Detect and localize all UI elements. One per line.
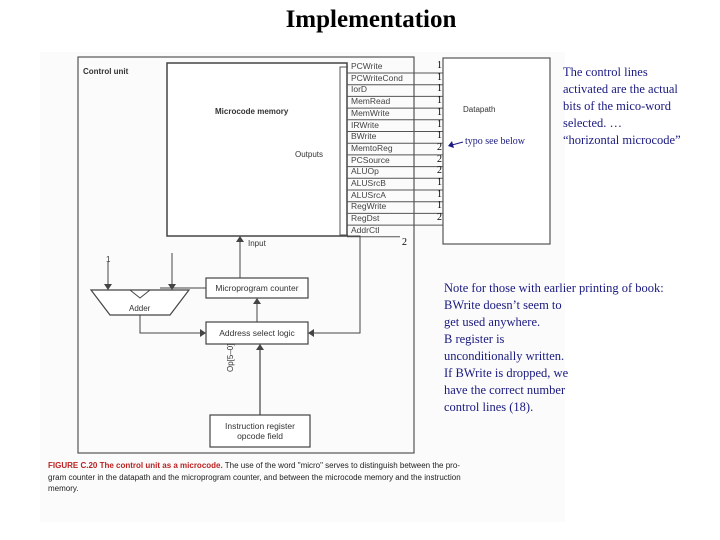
right-note-line: bits of the mico-word (563, 99, 671, 113)
signal-label: IRWrite (351, 119, 380, 130)
bottom-note-line: control lines (18). (444, 400, 534, 414)
right-note-line: activated are the actual (563, 82, 678, 96)
bit-count: 1 (437, 130, 442, 142)
ir-line1: Instruction register (225, 421, 295, 431)
bit-count: 1 (437, 188, 442, 200)
outputs-bracket (339, 66, 348, 236)
bit-count: 1 (437, 177, 442, 188)
outputs-label: Outputs (295, 150, 324, 159)
caption-line1: The use of the word "micro" serves to di… (222, 461, 460, 470)
datapath-box (442, 57, 551, 245)
bit-count: 2 (437, 165, 442, 177)
addrctl-bit-count: 2 (402, 237, 407, 248)
bit-count: 2 (437, 141, 442, 153)
bottom-note-line: get used anywhere. (444, 315, 541, 329)
figure-caption: FIGURE C.20 The control unit as a microc… (48, 460, 568, 495)
signal-label: RegDst (351, 213, 380, 224)
signal-label: BWrite (351, 131, 377, 142)
microcode-memory-label: Microcode memory (215, 107, 289, 116)
adder-input-label: 1 (106, 255, 111, 264)
microprogram-counter-label: Microprogram counter (215, 283, 299, 293)
signal-label: ALUSrcA (351, 189, 386, 200)
adder-notch (129, 289, 151, 299)
bit-count: 1 (437, 60, 442, 71)
caption-bold: The control unit as a microcode. (99, 461, 223, 470)
bit-count: 1 (437, 71, 442, 83)
bit-count: 1 (437, 95, 442, 107)
typo-arrow (451, 141, 464, 146)
right-note-line: “horizontal microcode” (563, 133, 681, 147)
signal-label: RegWrite (351, 201, 387, 212)
signal-label: AddrCtl (351, 224, 380, 235)
signal-label: PCSource (351, 154, 390, 165)
instruction-register-box (209, 414, 311, 448)
right-note-line: The control lines (563, 65, 648, 79)
bit-count: 1 (437, 83, 442, 95)
signal-lines (347, 72, 443, 238)
bit-count: 2 (437, 153, 442, 165)
right-note: The control lines activated are the actu… (563, 64, 713, 149)
control-unit-box (77, 56, 415, 454)
ir-line2: opcode field (237, 431, 283, 441)
adder-label: Adder (129, 304, 151, 313)
bottom-note-line: B register is (444, 332, 505, 346)
bit-count: 1 (437, 200, 442, 212)
signal-label: ALUSrcB (351, 178, 386, 188)
bottom-note-line: Note for those with earlier printing of … (444, 281, 664, 295)
input-label: Input (248, 239, 266, 248)
bottom-note-line: If BWrite is dropped, we (444, 366, 569, 380)
bit-count: 2 (437, 212, 442, 224)
signal-label: PCWrite (351, 61, 383, 71)
signal-label: MemWrite (351, 107, 390, 118)
bottom-note-line: unconditionally written. (444, 349, 565, 363)
page-title: Implementation (285, 6, 457, 33)
datapath-label: Datapath (463, 105, 496, 114)
instruction-register-label: Instruction register opcode field (211, 416, 309, 446)
signal-label: PCWriteCond (351, 72, 403, 83)
bottom-note-line: have the correct number (444, 383, 566, 397)
right-note-line: selected. … (563, 116, 623, 130)
adder-shape (89, 289, 191, 316)
signal-label: MemtoReg (351, 142, 393, 153)
bottom-note-line: BWrite doesn’t seem to (444, 298, 562, 312)
op-field-label: Op[5–0] (226, 343, 235, 372)
caption-figure: FIGURE C.20 (48, 461, 98, 470)
typo-note: typo see below (465, 136, 525, 147)
microcode-memory-box (166, 62, 348, 237)
caption-line2: gram counter in the datapath and the mic… (48, 472, 461, 482)
caption-line3: memory. (48, 484, 79, 493)
signal-label: ALUOp (351, 166, 379, 177)
signal-label: IorD (351, 84, 368, 95)
control-unit-label: Control unit (83, 67, 129, 76)
bottom-note: Note for those with earlier printing of … (444, 280, 714, 416)
signal-label: MemRead (351, 96, 391, 107)
bit-count: 1 (437, 106, 442, 118)
address-select-label: Address select logic (219, 328, 295, 338)
bit-count: 1 (437, 118, 442, 130)
